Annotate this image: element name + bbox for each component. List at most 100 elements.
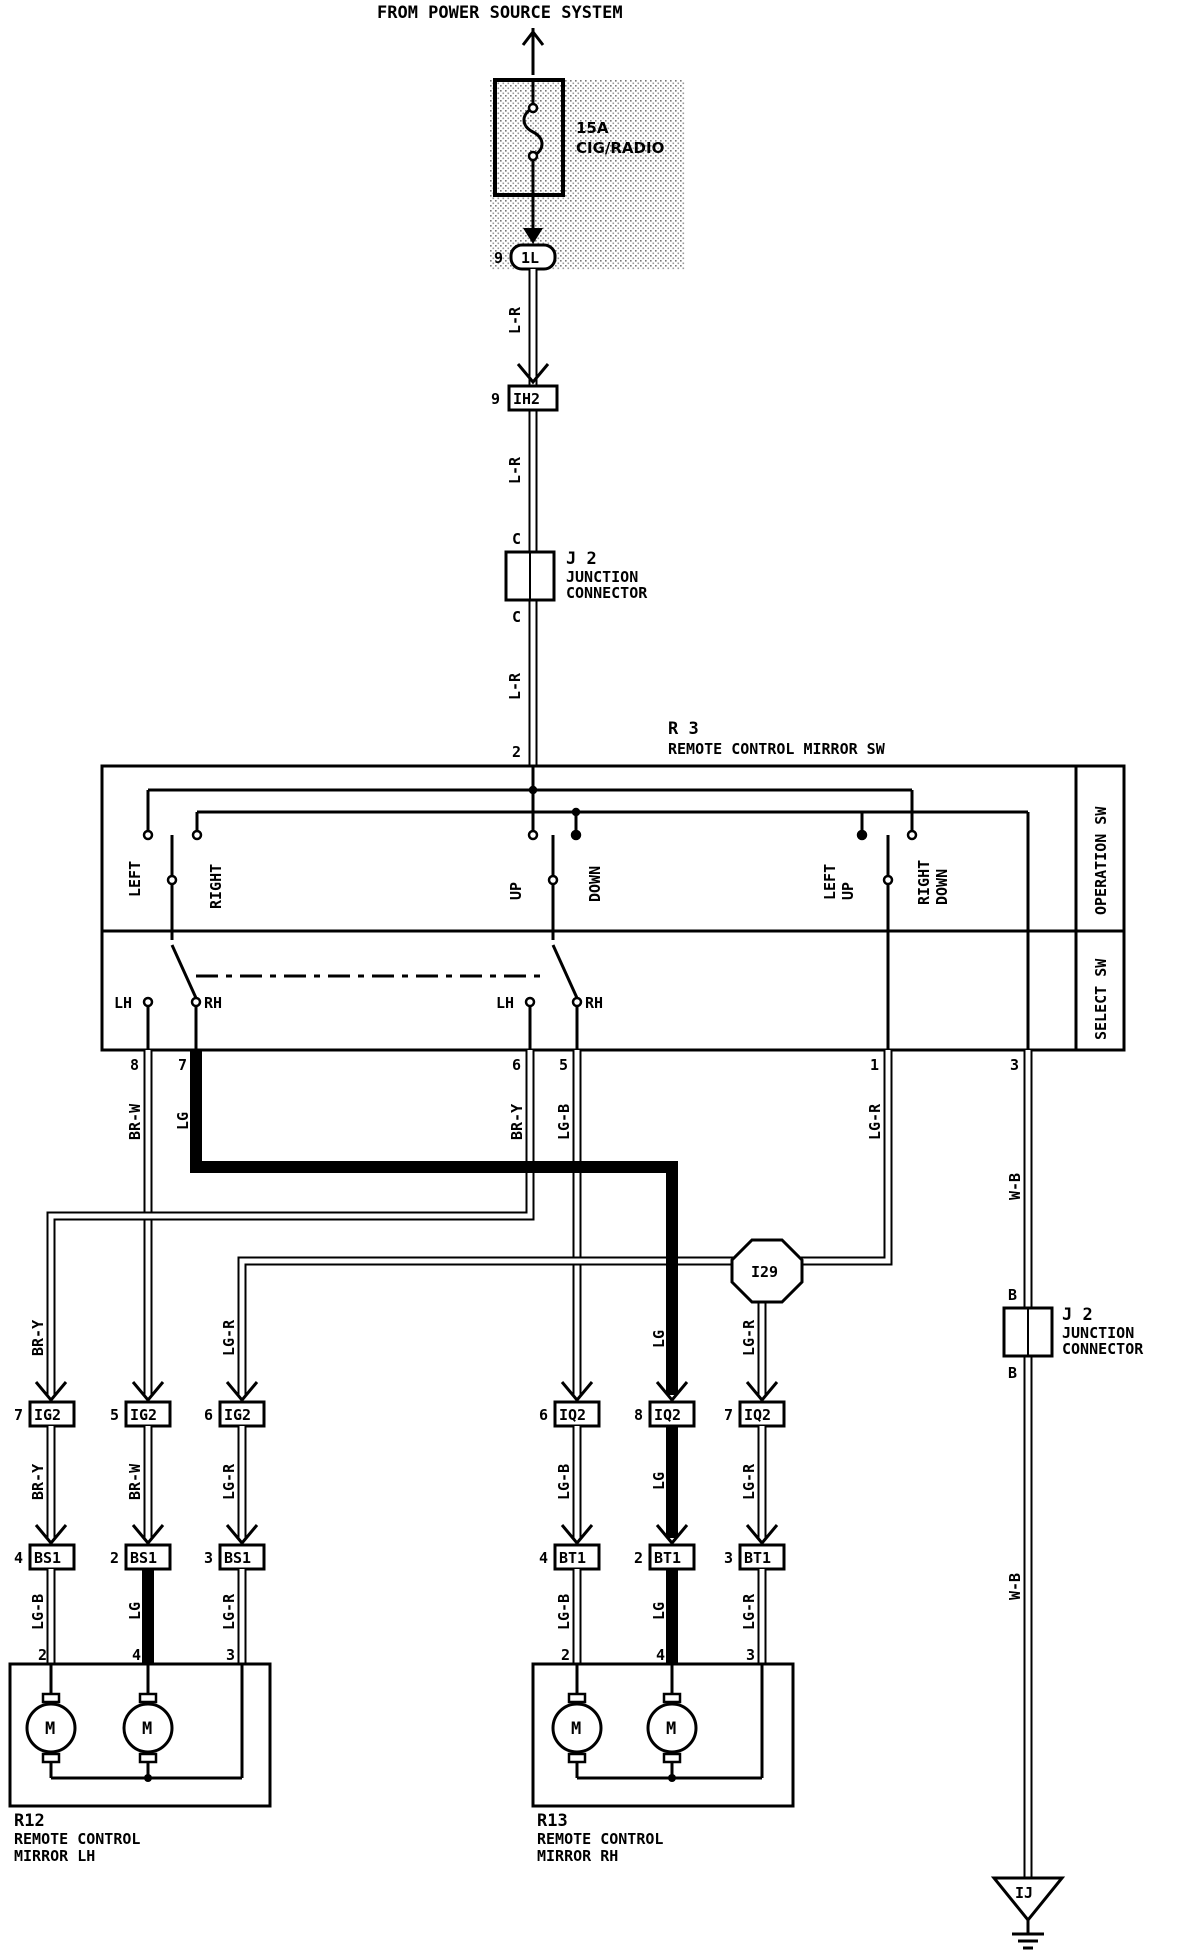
svg-text:LG-R: LG-R bbox=[740, 1593, 758, 1630]
power-source-arrow bbox=[521, 28, 545, 75]
svg-text:LG-B: LG-B bbox=[29, 1594, 47, 1630]
svg-text:LG: LG bbox=[650, 1602, 668, 1620]
svg-text:B: B bbox=[1008, 1286, 1017, 1304]
svg-text:6: 6 bbox=[204, 1406, 213, 1424]
svg-text:5: 5 bbox=[110, 1406, 119, 1424]
svg-text:C: C bbox=[512, 608, 521, 626]
svg-text:IG2: IG2 bbox=[34, 1406, 61, 1424]
svg-text:UP: UP bbox=[507, 882, 525, 900]
svg-text:9: 9 bbox=[491, 390, 500, 408]
svg-text:LG-R: LG-R bbox=[866, 1103, 884, 1140]
svg-text:6: 6 bbox=[539, 1406, 548, 1424]
svg-text:BR-Y: BR-Y bbox=[29, 1320, 47, 1356]
svg-text:LG-B: LG-B bbox=[555, 1464, 573, 1500]
svg-text:LG-R: LG-R bbox=[740, 1463, 758, 1500]
motor-icon: M bbox=[25, 1692, 77, 1764]
svg-text:REMOTE CONTROL: REMOTE CONTROL bbox=[537, 1830, 663, 1848]
svg-text:4: 4 bbox=[14, 1549, 23, 1567]
connector-I29: I29 bbox=[730, 1238, 804, 1304]
svg-text:9: 9 bbox=[494, 249, 503, 267]
svg-text:R12: R12 bbox=[14, 1811, 45, 1831]
svg-text:3: 3 bbox=[204, 1549, 213, 1567]
arrows-row2 bbox=[34, 1524, 779, 1546]
ground-IJ: IJ bbox=[990, 1876, 1066, 1950]
arrows-row1 bbox=[34, 1381, 779, 1403]
switch-output-pins: 8 7 6 5 1 3 bbox=[130, 1056, 1019, 1074]
power-source-label: FROM POWER SOURCE SYSTEM bbox=[377, 3, 623, 23]
svg-text:BR-Y: BR-Y bbox=[29, 1464, 47, 1500]
svg-text:LEFT: LEFT bbox=[126, 861, 144, 897]
fuse-icon bbox=[522, 80, 544, 236]
svg-text:5: 5 bbox=[559, 1056, 568, 1074]
svg-text:REMOTE CONTROL: REMOTE CONTROL bbox=[14, 1830, 140, 1848]
svg-text:BR-W: BR-W bbox=[126, 1463, 144, 1500]
svg-text:M: M bbox=[666, 1719, 676, 1739]
junction-connector-right: B B J 2 JUNCTION CONNECTOR bbox=[1002, 1286, 1144, 1382]
svg-text:W-B: W-B bbox=[1006, 1173, 1024, 1200]
svg-text:M: M bbox=[45, 1719, 55, 1739]
motor-icon: M bbox=[646, 1692, 698, 1764]
svg-text:IQ2: IQ2 bbox=[654, 1406, 681, 1424]
svg-text:3: 3 bbox=[724, 1549, 733, 1567]
svg-text:2: 2 bbox=[561, 1646, 570, 1664]
svg-text:LG-R: LG-R bbox=[220, 1319, 238, 1356]
fuse-arrow bbox=[523, 228, 543, 244]
svg-text:JUNCTION: JUNCTION bbox=[1062, 1324, 1134, 1342]
wire-label-lr-1: L-R bbox=[506, 306, 524, 334]
svg-text:IQ2: IQ2 bbox=[744, 1406, 771, 1424]
svg-text:3: 3 bbox=[746, 1646, 755, 1664]
motor-icon: M bbox=[551, 1692, 603, 1764]
mirror-lh: 2 4 3 M M R12 REMOTE CONTROL MIRROR LH bbox=[8, 1646, 272, 1865]
switch-contacts bbox=[142, 785, 918, 1008]
svg-text:I29: I29 bbox=[751, 1263, 778, 1281]
svg-text:1: 1 bbox=[870, 1056, 879, 1074]
svg-text:3: 3 bbox=[226, 1646, 235, 1664]
svg-text:MIRROR LH: MIRROR LH bbox=[14, 1847, 95, 1865]
svg-text:LG-B: LG-B bbox=[555, 1594, 573, 1630]
connector-IH2 bbox=[507, 384, 559, 412]
svg-text:8: 8 bbox=[634, 1406, 643, 1424]
svg-text:JUNCTION: JUNCTION bbox=[566, 568, 638, 586]
svg-text:2: 2 bbox=[634, 1549, 643, 1567]
svg-text:RIGHT: RIGHT bbox=[915, 860, 933, 905]
switch-internal-wiring bbox=[146, 766, 1030, 1050]
svg-text:CONNECTOR: CONNECTOR bbox=[1062, 1340, 1144, 1358]
mirror-rh: 2 4 3 M M R13 REMOTE CONTROL MIRROR RH bbox=[531, 1646, 795, 1865]
svg-text:J 2: J 2 bbox=[566, 549, 597, 569]
fuse-amps: 15A bbox=[576, 119, 609, 137]
svg-text:2: 2 bbox=[38, 1646, 47, 1664]
svg-text:IH2: IH2 bbox=[513, 390, 540, 408]
switch-position-labels: LEFT RIGHT UP DOWN LEFT UP RIGHT DOWN LH… bbox=[114, 860, 951, 1012]
wire-label-lr-3: L-R bbox=[506, 672, 524, 700]
switch-name: REMOTE CONTROL MIRROR SW bbox=[668, 740, 886, 758]
svg-text:LEFT: LEFT bbox=[821, 864, 839, 900]
svg-text:4: 4 bbox=[656, 1646, 665, 1664]
svg-text:BR-Y: BR-Y bbox=[508, 1104, 526, 1140]
svg-text:R13: R13 bbox=[537, 1811, 568, 1831]
svg-text:LG-B: LG-B bbox=[555, 1104, 573, 1140]
wire-labels: BR-W LG BR-Y LG-B LG-R W-B BR-Y LG-R LG … bbox=[29, 1103, 1024, 1630]
svg-text:LG: LG bbox=[650, 1472, 668, 1490]
svg-text:RIGHT: RIGHT bbox=[207, 864, 225, 909]
svg-text:4: 4 bbox=[539, 1549, 548, 1567]
svg-text:UP: UP bbox=[839, 882, 857, 900]
svg-text:RH: RH bbox=[585, 994, 603, 1012]
svg-text:LG-R: LG-R bbox=[220, 1463, 238, 1500]
svg-text:LG: LG bbox=[126, 1602, 144, 1620]
svg-text:DOWN: DOWN bbox=[933, 869, 951, 905]
svg-text:LG-R: LG-R bbox=[220, 1593, 238, 1630]
fuse-name: CIG/RADIO bbox=[576, 139, 664, 157]
svg-text:J 2: J 2 bbox=[1062, 1305, 1093, 1325]
svg-text:M: M bbox=[571, 1719, 581, 1739]
svg-text:BT1: BT1 bbox=[744, 1549, 771, 1567]
svg-text:BR-W: BR-W bbox=[126, 1103, 144, 1140]
svg-text:7: 7 bbox=[724, 1406, 733, 1424]
svg-text:7: 7 bbox=[178, 1056, 187, 1074]
svg-text:MIRROR RH: MIRROR RH bbox=[537, 1847, 618, 1865]
svg-text:IJ: IJ bbox=[1015, 1884, 1033, 1902]
svg-text:IG2: IG2 bbox=[130, 1406, 157, 1424]
select-sw-label: SELECT SW bbox=[1092, 958, 1110, 1040]
